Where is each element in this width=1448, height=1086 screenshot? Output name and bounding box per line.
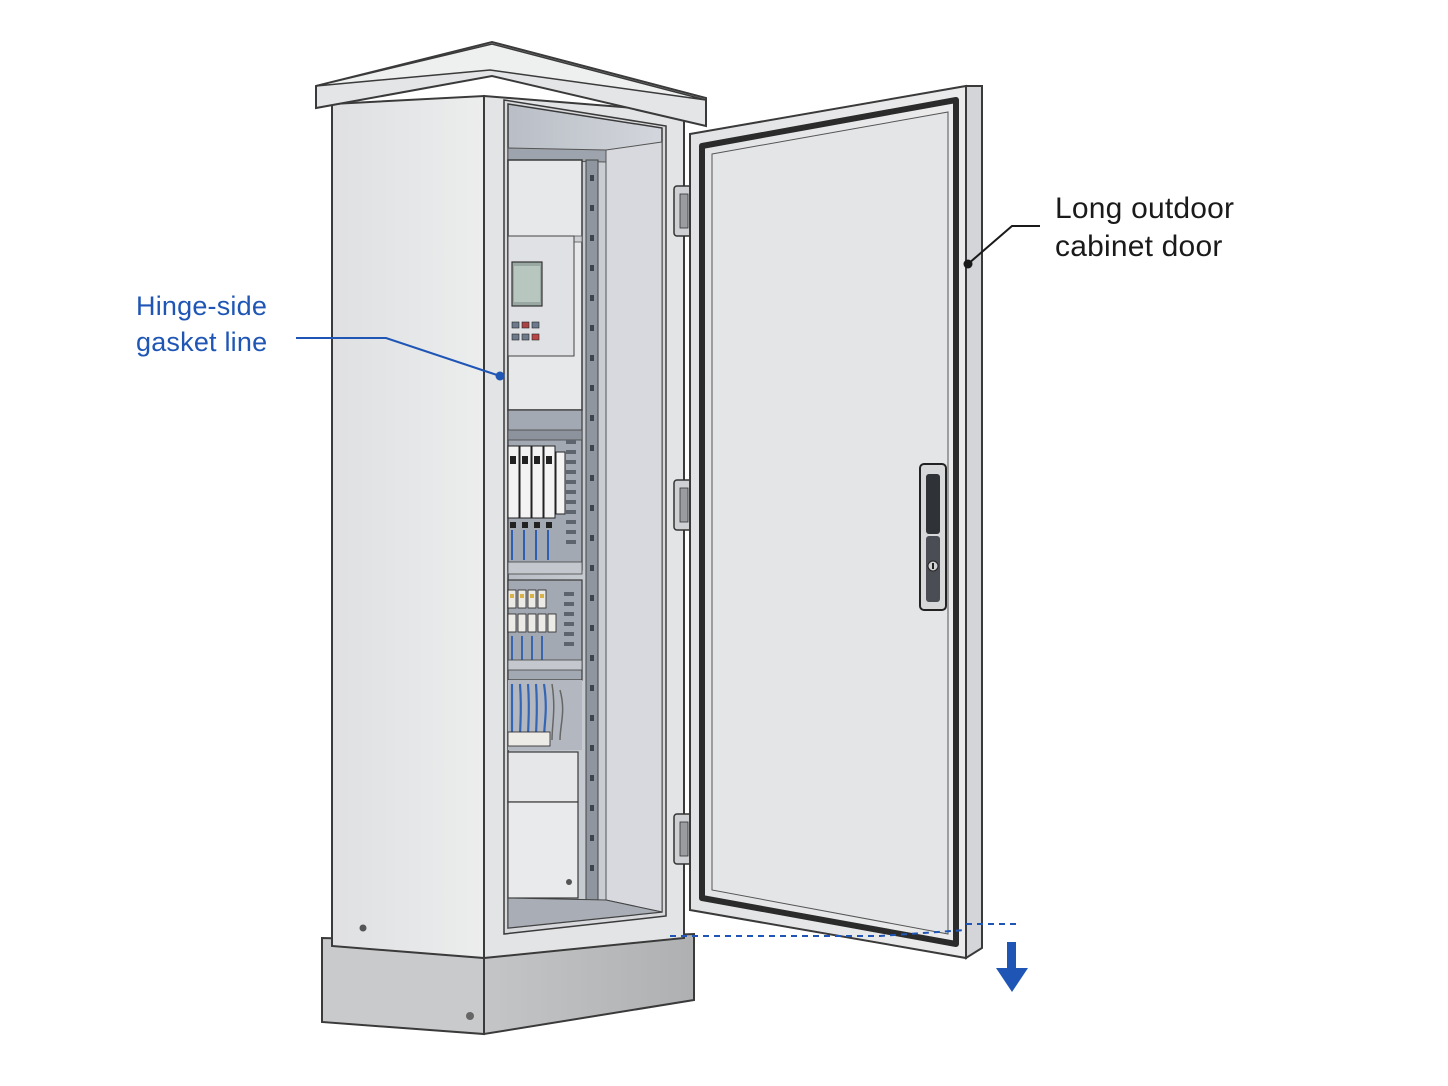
cabinet-interior [507,103,663,929]
wiring-bundle [507,680,582,750]
gasket-callout-line1: Hinge-side [136,291,268,321]
controller-module [507,159,583,411]
gasket-callout-line2: gasket line [136,327,268,357]
door-callout-line1: Long outdoor [1055,192,1235,225]
cabinet-door [689,84,983,960]
door-gasket [699,97,959,947]
door-callout-label: Long outdoor cabinet door [1055,190,1234,266]
door-callout-line2: cabinet door [1055,230,1223,263]
controller-buttons [511,321,540,341]
cabinet-plinth [321,932,695,1036]
gasket-label-leader [296,337,505,381]
terminal-tray-lower [507,579,583,681]
handle-lock-icon [919,463,947,611]
door-label-leader [963,225,1040,269]
arrow-down-icon [996,942,1028,992]
door-sag-indicator [670,923,1028,992]
perforated-rail [585,159,599,901]
cabinet-roof [315,40,707,128]
lower-equipment-box [507,751,579,899]
gasket-callout-label: Hinge-side gasket line [136,288,267,360]
cabinet-side-panel [331,94,485,960]
breaker-tray-upper [507,409,583,575]
